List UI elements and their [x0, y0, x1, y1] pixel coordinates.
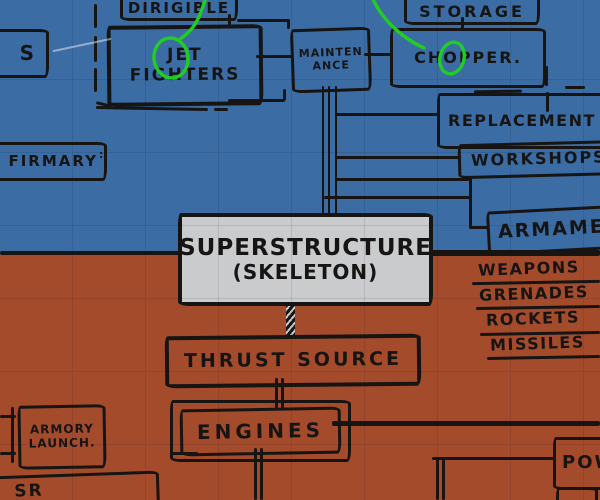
connector-power-down-2: [442, 459, 445, 500]
connector-engines-down-1: [254, 448, 257, 500]
connector-thrust-engines-1: [275, 378, 278, 409]
node-label: SUPERSTRUCTURE: [179, 234, 432, 261]
node-label: FIGHTERS: [129, 63, 241, 86]
node-label: SR: [14, 480, 45, 500]
sketch-stroke-jet-bottom-ext: [228, 99, 285, 102]
connector-armaments-drop: [469, 178, 472, 228]
connector-trunk-to-armaments-b: [324, 196, 472, 199]
connector-trunk-to-replacement: [336, 113, 438, 116]
node-label: THRUST SOURCE: [183, 347, 403, 373]
node-label: S: [19, 41, 36, 65]
dashed-line-left-3: [94, 68, 97, 92]
node-left-fragment: S: [0, 29, 49, 78]
infirmary-colon-mark: :: [99, 148, 104, 161]
node-label: (SKELETON): [232, 260, 379, 285]
node-workshops: WORKSHOPS: [457, 139, 600, 180]
node-label: POW: [562, 452, 600, 474]
node-label: JET: [167, 44, 203, 66]
armory-bracket-vertical: [11, 407, 14, 463]
node-engines: ENGINES: [179, 406, 342, 457]
node-maintenance: MAINTEN ANCE: [289, 26, 373, 94]
connector-engines-right-thick: [332, 421, 600, 426]
node-label: FIRMARY: [8, 151, 98, 170]
connector-armaments-stub: [469, 226, 489, 229]
connector-title-to-maintenance: [237, 19, 290, 22]
node-replacement-parts: REPLACEMENT PA: [437, 93, 600, 149]
white-scratch-line: [52, 37, 112, 53]
node-label: CHOPPER.: [414, 47, 522, 67]
armory-bracket-top: [0, 415, 16, 418]
node-label: WORKSHOPS: [470, 147, 600, 171]
node-label: STORAGE: [419, 1, 525, 21]
list-item-rockets: ROCKETS: [485, 307, 581, 330]
node-thrust-source: THRUST SOURCE: [164, 333, 422, 389]
trunk-line-2: [328, 86, 330, 214]
hatched-connector-superstructure-thrust: [286, 296, 295, 337]
zone-boundary-line-thick: [428, 250, 600, 256]
sketch-stroke-engines-corner: [172, 452, 198, 455]
node-power: POW: [553, 437, 600, 490]
node-label: ARMAME: [497, 215, 600, 244]
node-label: REPLACEMENT PA: [448, 110, 600, 130]
list-item-grenades: GRENADES: [478, 282, 590, 305]
sketch-stroke-under-jet: [95, 106, 209, 111]
connector-title-to-maintenance-drop: [287, 19, 290, 29]
dashed-line-right-1: [545, 66, 548, 86]
node-engines-outer: [170, 400, 351, 462]
node-label: ANCE: [312, 58, 351, 73]
connector-maintenance-to-chopper: [364, 53, 391, 56]
trunk-line-3: [335, 86, 337, 214]
dashed-line-right-2: [546, 92, 549, 112]
node-chopper: CHOPPER.: [390, 28, 546, 88]
connector-to-power: [432, 457, 554, 460]
node-label: DIRIGIBLE: [127, 0, 231, 17]
node-title-clipped: DIRIGIBLE: [120, 0, 238, 21]
connector-engines-down-2: [260, 448, 263, 500]
node-armory-launch: ARMORY LAUNCH.: [17, 404, 107, 470]
node-label: LAUNCH.: [28, 435, 96, 451]
node-label: ENGINES: [196, 417, 325, 445]
dashed-line-left-1: [94, 4, 97, 28]
connector-trunk-to-armaments-a: [336, 178, 472, 181]
node-superstructure: SUPERSTRUCTURE (SKELETON): [178, 213, 433, 306]
node-bottom-right-partial: [556, 487, 598, 500]
sketch-stroke-step: [283, 89, 286, 101]
connector-trunk-to-workshops: [336, 156, 460, 159]
node-jet-fighters: JET FIGHTERS: [106, 24, 264, 107]
connector-power-down-1: [436, 459, 439, 500]
node-storage: STORAGE: [404, 0, 540, 25]
list-item-missiles: MISSILES: [489, 332, 586, 355]
armory-bracket-bottom: [0, 452, 16, 455]
list-item-weapons: WEAPONS: [477, 257, 581, 280]
trunk-line-1: [322, 86, 324, 214]
sketch-dash-under-jet: [214, 108, 228, 111]
connector-thrust-engines-2: [281, 378, 284, 409]
sketch-dash-right: [565, 86, 585, 89]
dashed-line-left-2: [94, 36, 97, 62]
node-bottom-left-fragment: SR: [0, 470, 162, 500]
node-armaments: ARMAME: [485, 204, 600, 256]
connector-jet-to-maintenance: [256, 55, 292, 58]
node-infirmary: FIRMARY: [0, 142, 107, 181]
